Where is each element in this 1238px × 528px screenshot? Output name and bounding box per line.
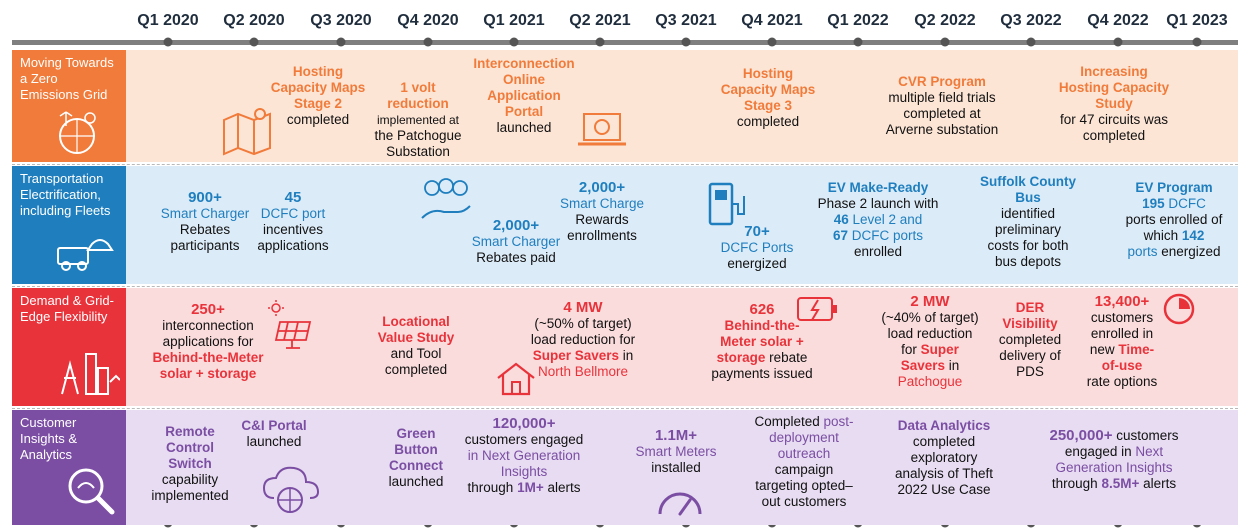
- milestone-4mw-reduction: 4 MW (~50% of target) load reduction for…: [530, 299, 636, 380]
- category-label: Customer Insights & Analytics: [20, 415, 78, 462]
- vehicles-icon: [57, 239, 114, 271]
- house-icon: [497, 362, 535, 396]
- band-demand: [12, 288, 1238, 406]
- separator: [12, 408, 1238, 409]
- category-demand: Demand & Grid-Edge Flexibility: [12, 288, 126, 406]
- category-zero-emissions: Moving Towards a Zero Emissions Grid: [12, 50, 126, 162]
- milestone-ev-program: EV Program 195 DCFC ports enrolled of wh…: [1125, 180, 1223, 259]
- timeline-dot: [509, 37, 519, 47]
- quarter-label: Q3 2020: [310, 12, 372, 29]
- separator: [12, 286, 1238, 287]
- milestone-post-deployment-outreach: Completed post- deployment outreach camp…: [754, 414, 854, 509]
- grid-city-icon: [61, 353, 120, 395]
- band-insights: [12, 410, 1238, 525]
- quarter-label: Q1 2020: [137, 12, 199, 29]
- wind-globe-icon: [59, 111, 96, 154]
- money-hand-icon: [421, 178, 471, 219]
- quarter-label: Q3 2022: [1000, 12, 1062, 29]
- cloud-globe-icon: [262, 466, 320, 513]
- milestone-626-btm-rebates: 626 Behind-the- Meter solar + storage re…: [711, 301, 813, 382]
- timeline-dot: [423, 37, 433, 47]
- milestone-time-of-use: 13,400+ customers enrolled in new Time- …: [1086, 293, 1158, 390]
- category-insights: Customer Insights & Analytics: [12, 410, 126, 525]
- laptop-globe-icon: [578, 113, 626, 146]
- milestone-next-generation-insights-2: 250,000+ customers engaged in Next Gener…: [1049, 427, 1179, 492]
- pie-clock-icon: [1163, 293, 1195, 325]
- gauge-icon: [658, 492, 702, 516]
- separator: [12, 164, 1238, 165]
- timeline-dot: [1026, 37, 1036, 47]
- timeline-dot: [336, 37, 346, 47]
- timeline-dot: [1113, 37, 1123, 47]
- timeline-dot: [249, 37, 259, 47]
- milestone-2mw-reduction: 2 MW (~40% of target) load reduction for…: [881, 293, 979, 390]
- map-icon: [223, 108, 271, 156]
- quarter-label: Q1 2021: [483, 12, 545, 29]
- timeline-dot: [681, 37, 691, 47]
- quarter-label: Q1 2023: [1166, 12, 1228, 29]
- milestone-ev-make-ready: EV Make-Ready Phase 2 launch with 46 Lev…: [817, 180, 939, 259]
- category-transportation: Transportation Electrification, includin…: [12, 166, 126, 284]
- band-transportation: [12, 166, 1238, 284]
- timeline-dot: [940, 37, 950, 47]
- quarter-label: Q2 2020: [223, 12, 285, 29]
- quarter-label: Q3 2021: [655, 12, 717, 29]
- timeline-dot: [595, 37, 605, 47]
- quarter-label: Q4 2022: [1087, 12, 1149, 29]
- battery-icon: [797, 297, 837, 321]
- milestone-smart-charger-rebates-paid: 2,000+ Smart Charger Rebates paid: [471, 217, 561, 266]
- quarter-label: Q2 2021: [569, 12, 631, 29]
- magnifier-icon: [68, 468, 115, 515]
- timeline-dot: [163, 37, 173, 47]
- ev-charger-icon: [708, 182, 745, 226]
- timeline-axis-top: [12, 40, 1238, 45]
- category-label: Demand & Grid-Edge Flexibility: [20, 293, 114, 324]
- timeline-dot: [853, 37, 863, 47]
- category-label: Moving Towards a Zero Emissions Grid: [20, 55, 114, 102]
- solar-panel-icon: [268, 300, 312, 349]
- milestone-next-generation-insights: 120,000+ customers engaged in Next Gener…: [464, 415, 584, 496]
- category-label: Transportation Electrification, includin…: [20, 171, 111, 218]
- quarter-label: Q4 2020: [397, 12, 459, 29]
- quarter-label: Q1 2022: [827, 12, 889, 29]
- timeline-dot: [767, 37, 777, 47]
- quarter-label: Q2 2022: [914, 12, 976, 29]
- quarter-label: Q4 2021: [741, 12, 803, 29]
- timeline-dot: [1192, 37, 1202, 47]
